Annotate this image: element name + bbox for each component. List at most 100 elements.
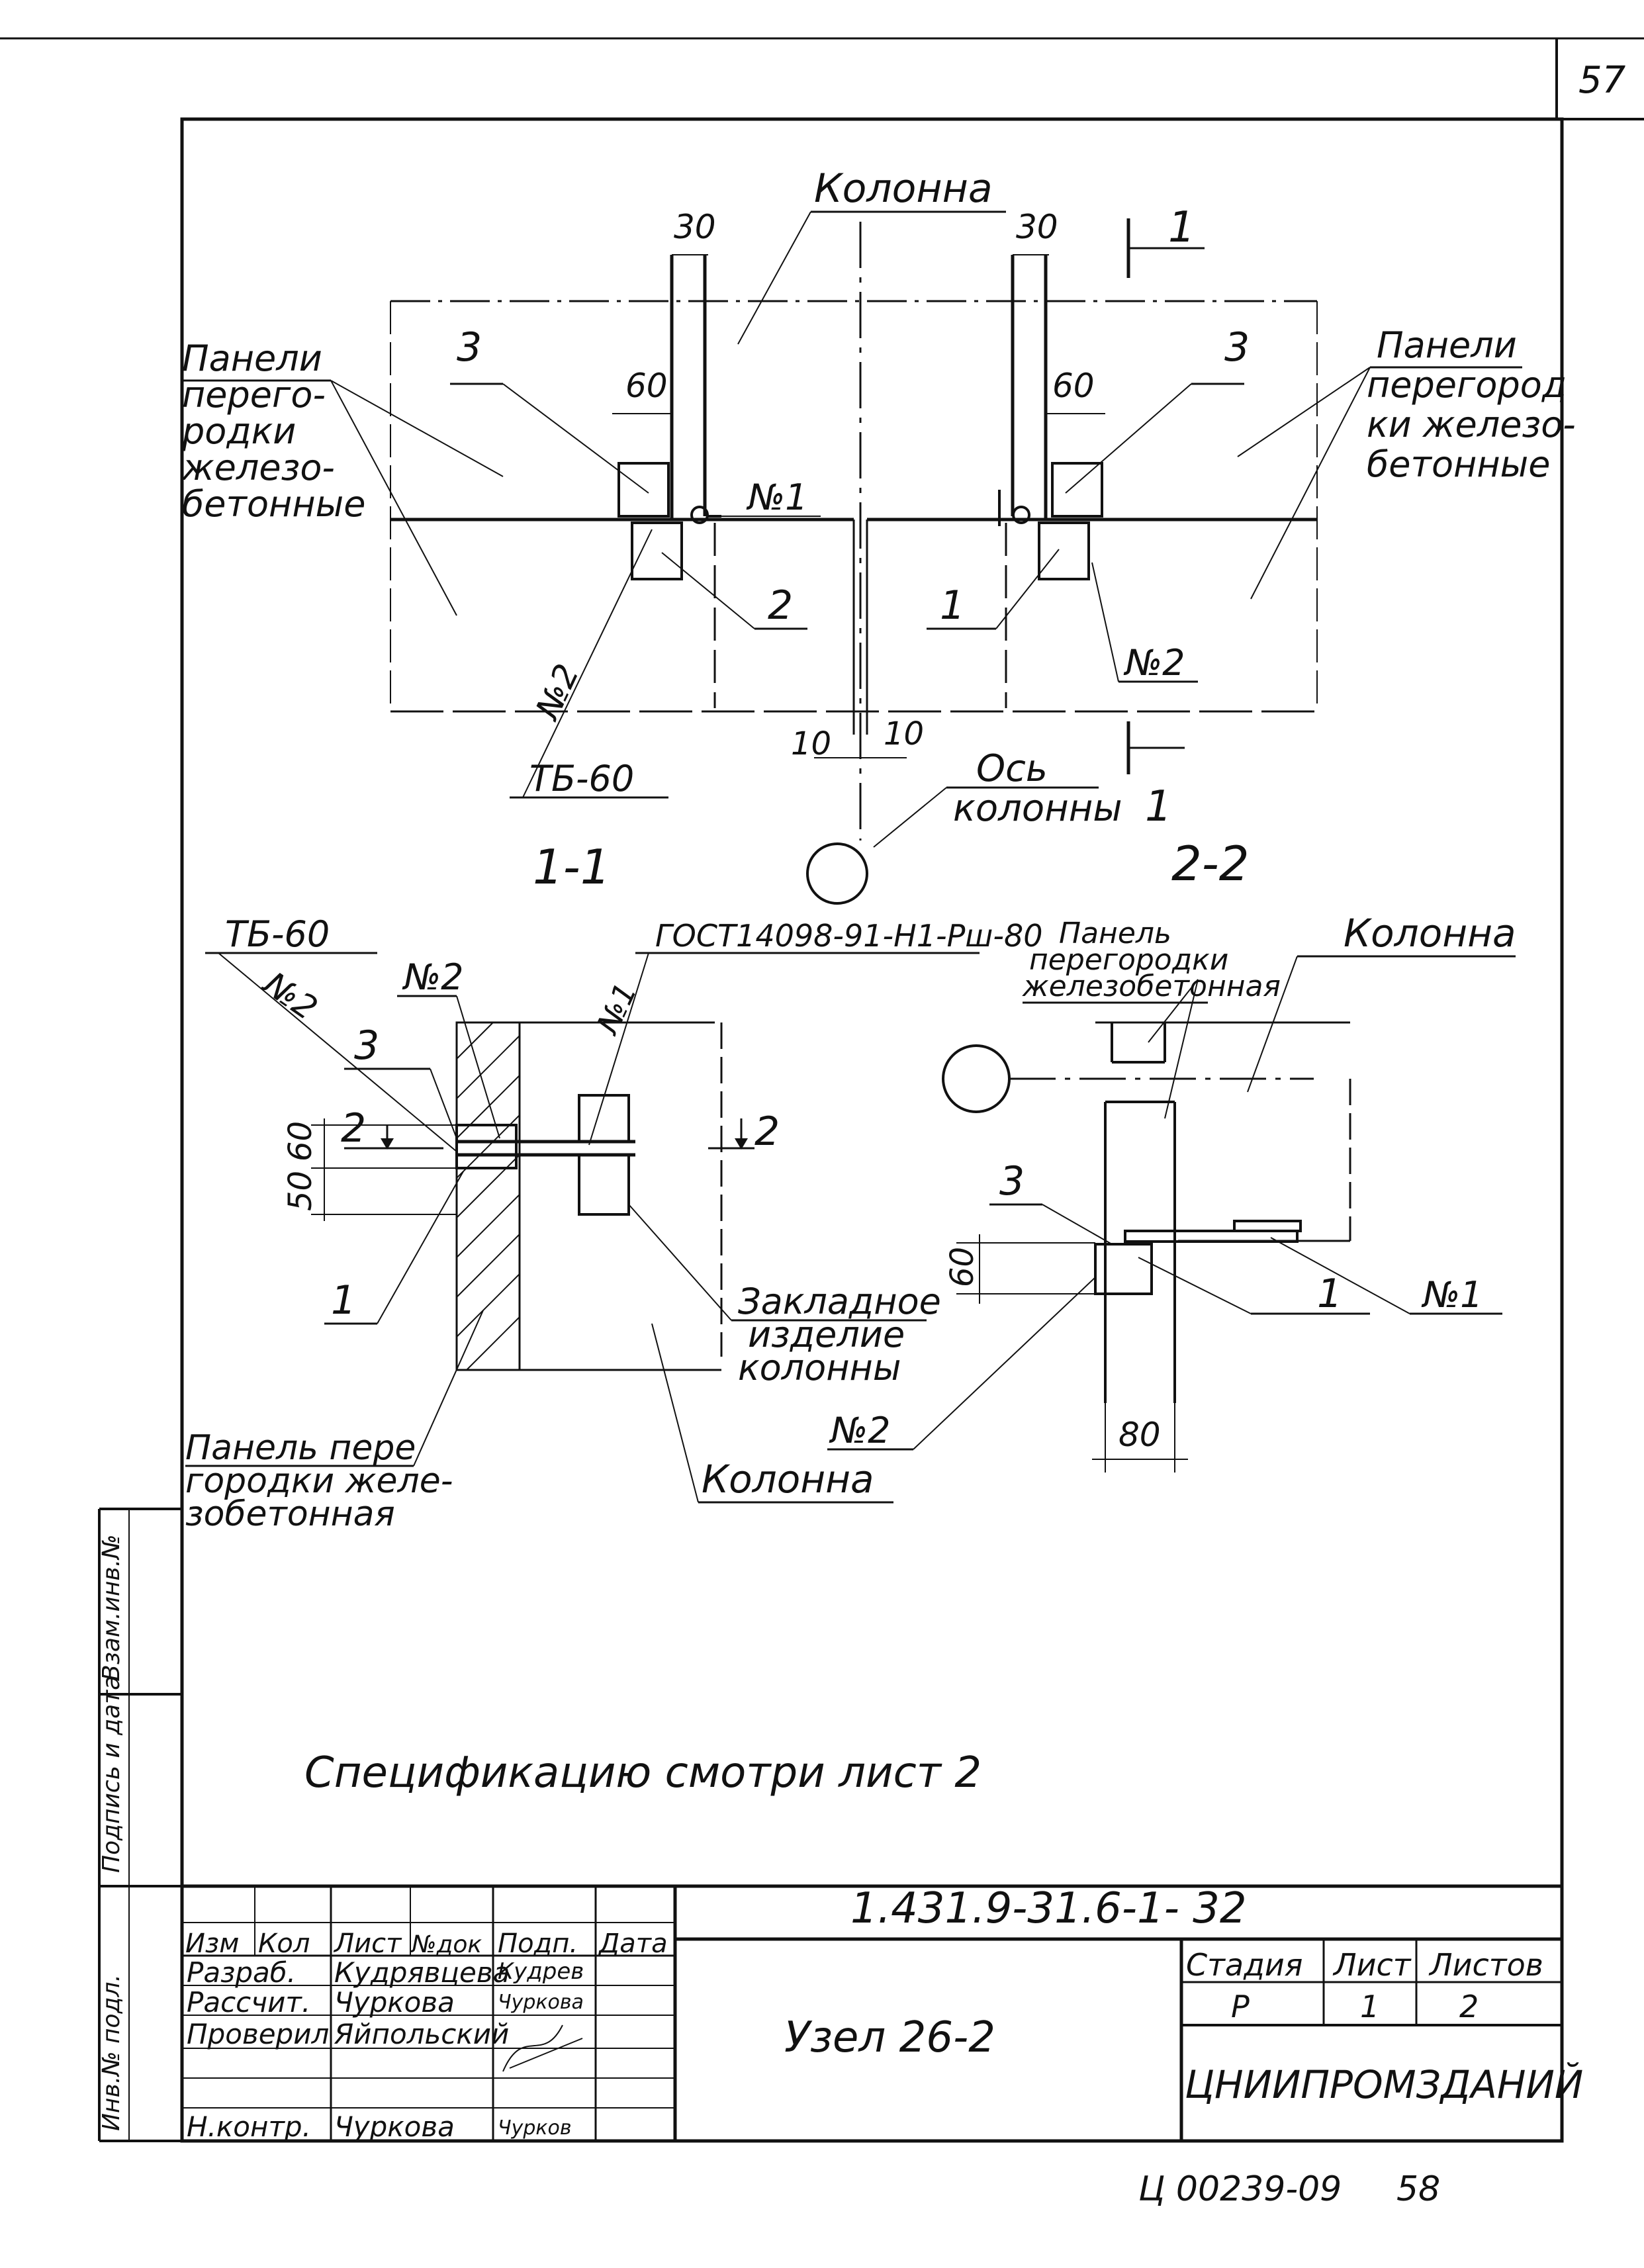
svg-text:зобетонная: зобетонная: [185, 1494, 395, 1534]
cut-mark-1-bottom: 1: [1145, 782, 1172, 831]
stamp-role-1: Рассчит.: [187, 1986, 310, 2019]
label-3-upper-right: 3: [1224, 324, 1250, 371]
label-n2-upper: №2: [1123, 642, 1185, 684]
stamp-listov-h: Листов: [1428, 1947, 1543, 1983]
side-inv-label: Инв.№ подл.: [98, 1974, 125, 2131]
label-1-upper: 1: [940, 582, 965, 629]
side-sign-label: Подпись и дата: [98, 1676, 125, 1873]
label-3-lower-right: 3: [999, 1158, 1025, 1204]
stamp-sign-2-scribble: [502, 2024, 583, 2072]
dim-50-lower-left: 50: [282, 1171, 319, 1211]
label-n1-lower-right: №1: [1421, 1274, 1483, 1316]
stamp-doc-code: 1.431.9-31.6-1- 32: [850, 1884, 1247, 1933]
label-kolonna-lower: Колонна: [702, 1457, 874, 1502]
label-1-lower-left: 1: [331, 1277, 356, 1324]
dim-60-lower-right: 60: [944, 1247, 981, 1287]
svg-text:Панели: Панели: [182, 338, 322, 379]
dim-60-lower-left: 60: [282, 1121, 319, 1161]
stamp-org: ЦНИИПРОМЗДАНИЙ: [1185, 2062, 1583, 2107]
stamp-h-ndok: №док: [410, 1931, 482, 1958]
svg-text:родки: родки: [181, 410, 296, 452]
stamp-name-1: Чуркова: [334, 1986, 455, 2019]
dim-60-right: 60: [1052, 367, 1095, 405]
label-paneli-left: Панели перего- родки железо- бетонные: [181, 338, 504, 616]
label-zakladnoe: Закладное изделие колонны: [628, 1204, 941, 1388]
label-kolonna-right: Колонна: [1344, 911, 1516, 956]
cut-mark-2-left: 2: [341, 1105, 366, 1152]
label-n2-lower-middle: №2: [829, 1410, 891, 1451]
svg-text:Закладное: Закладное: [738, 1281, 941, 1322]
section-title-2-2: 2-2: [1171, 836, 1250, 891]
dim-30-right: 30: [1016, 208, 1058, 246]
stamp-role-3: Н.контр.: [187, 2110, 311, 2143]
stamp-h-izm: Изм: [185, 1928, 239, 1959]
label-panel-top-right: Панель перегородки железобетонная: [1022, 917, 1281, 1119]
stamp-sign-3: Чурков: [498, 2116, 572, 2140]
stamp-h-list: Лист: [333, 1928, 402, 1959]
bottom-archive-number: 58: [1396, 2169, 1440, 2209]
stamp-listov-val: 2: [1459, 1989, 1479, 2024]
label-2-upper: 2: [768, 582, 793, 629]
upper-section-drawing: 30 30 60 60 10 10 1 1: [390, 203, 1318, 840]
stamp-name-0: Кудрявцева: [334, 1956, 510, 1989]
dim-80: 80: [1119, 1416, 1161, 1454]
label-paneli-right: Панели перегород ки железо- бетонные: [1237, 324, 1576, 600]
stamp-role-2: Проверил: [187, 2018, 329, 2050]
stamp-sign-1: Чуркова: [498, 1991, 584, 2014]
stamp-name-2: Яйпольский: [334, 2018, 509, 2050]
svg-text:железобетонная: железобетонная: [1022, 970, 1281, 1003]
svg-text:перегородки: перегородки: [1029, 943, 1228, 977]
dim-10-right: 10: [884, 715, 924, 752]
label-gost: ГОСТ14098-91-Н1-Рш-80: [655, 918, 1043, 954]
label-3-upper-left: 3: [457, 324, 482, 371]
label-axis-1: Ось: [976, 747, 1048, 790]
cut-mark-1-top: 1: [1168, 203, 1195, 252]
dim-10-left: 10: [791, 725, 831, 762]
stamp-h-podp: Подп.: [498, 1928, 578, 1959]
svg-text:Панель: Панель: [1059, 917, 1171, 950]
stamp-name-3: Чуркова: [334, 2110, 455, 2143]
stamp-h-kol: Кол: [258, 1928, 310, 1959]
main-frame: [180, 117, 1564, 2143]
stamp-list-val: 1: [1360, 1989, 1379, 2024]
axis-bubble-upper: [806, 842, 868, 905]
dim-30-left: 30: [674, 208, 716, 246]
stamp-role-0: Разраб.: [187, 1956, 296, 1989]
svg-text:колонны: колонны: [738, 1347, 901, 1388]
label-3-lower-left: 3: [354, 1022, 379, 1069]
label-n1-diagonal-lower: №1: [589, 977, 644, 1040]
section-title-1-1: 1-1: [533, 839, 611, 895]
side-vzam-label: Взам.инв.№: [98, 1534, 125, 1681]
stamp-sign-0: Кудрев: [498, 1958, 584, 1985]
stamp-h-data: Дата: [598, 1928, 668, 1959]
svg-text:городки желе-: городки желе-: [185, 1461, 453, 1501]
label-n2-diagonal-upper: №2: [527, 658, 586, 727]
stamp-stage-val: Р: [1231, 1989, 1250, 2024]
specification-note: Спецификацию смотри лист 2: [304, 1748, 982, 1797]
cut-mark-2-right: 2: [754, 1109, 780, 1155]
svg-text:железо-: железо-: [181, 447, 335, 488]
svg-text:перегород: перегород: [1367, 364, 1567, 406]
side-block: Инв.№ подл. Подпись и дата Взам.инв.№: [98, 1508, 182, 2142]
page-number: 57: [1578, 59, 1626, 102]
stamp-list-h: Лист: [1332, 1947, 1412, 1983]
svg-text:Панель пере: Панель пере: [185, 1428, 416, 1468]
label-n2-lower: №2: [402, 956, 464, 998]
title-block: [182, 1884, 1562, 2141]
label-tb60-lower: ТБ-60: [225, 913, 330, 955]
label-n1-upper: №1: [746, 476, 808, 518]
stamp-stage-h: Стадия: [1186, 1947, 1302, 1983]
svg-text:бетонные: бетонные: [1367, 443, 1551, 485]
lower-right-detail: 60 80: [942, 1021, 1351, 1473]
label-1-lower-right: 1: [1317, 1271, 1342, 1317]
svg-text:Панели: Панели: [1377, 324, 1517, 366]
label-panel-lower-left: Панель пере городки желе- зобетонная: [185, 1310, 484, 1534]
label-n2-diagonal-lower: №2: [255, 964, 324, 1028]
stamp-title: Узел 26-2: [784, 2013, 995, 2062]
label-axis-2: колонны: [953, 787, 1122, 830]
label-kolonna-top: Колонна: [814, 165, 993, 212]
dim-60-left: 60: [625, 367, 668, 405]
lower-left-detail: 60 50 2 2: [282, 1021, 780, 1371]
svg-text:бетонные: бетонные: [182, 483, 366, 525]
